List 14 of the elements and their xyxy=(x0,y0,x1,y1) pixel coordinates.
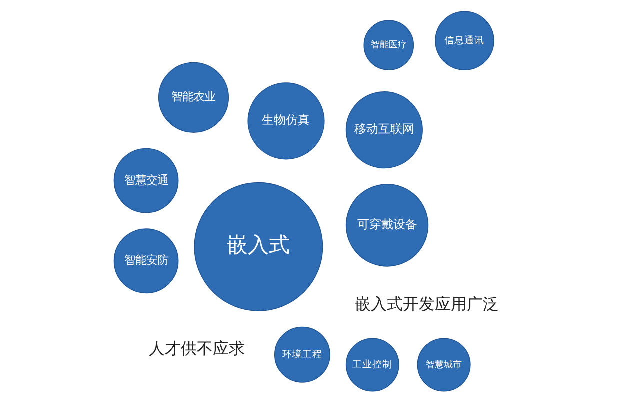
node-circle: 工业控制 xyxy=(345,338,399,392)
node-circle: 智能安防 xyxy=(113,228,178,294)
node-circle: 可穿戴设备 xyxy=(345,184,428,267)
node-circle: 生物仿真 xyxy=(247,82,324,160)
label: 人才供不应求 xyxy=(148,339,245,358)
node-circle: 移动互联网 xyxy=(345,92,422,169)
node-circle: 智能医疗 xyxy=(363,20,414,70)
node-circle: 信息通讯 xyxy=(434,11,494,70)
node-circle: 智能农业 xyxy=(158,62,229,133)
label: 嵌入式开发应用广泛 xyxy=(354,294,499,314)
node-circle: 智慧城市 xyxy=(416,338,470,392)
node-circle: 智慧交通 xyxy=(113,148,178,214)
node-circle: 环境工程 xyxy=(274,326,330,383)
node-circle: 嵌入式 xyxy=(194,182,323,312)
